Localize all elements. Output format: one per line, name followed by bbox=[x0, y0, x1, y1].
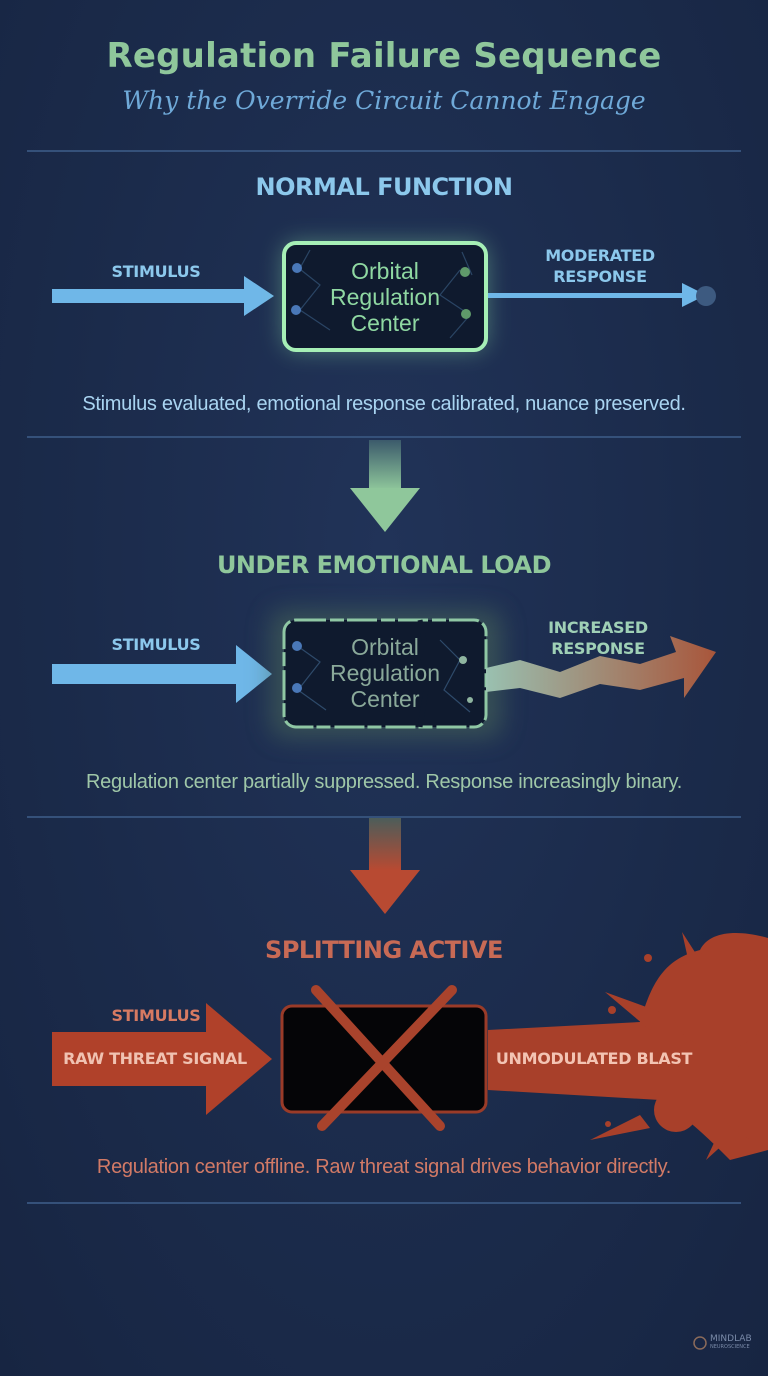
stage-caption-splitting: Regulation center offline. Raw threat si… bbox=[96, 1156, 672, 1178]
divider bbox=[27, 436, 741, 438]
transition-arrow-1 bbox=[350, 440, 420, 532]
stage-caption-load: Regulation center partially suppressed. … bbox=[86, 771, 682, 793]
transition-arrow-2 bbox=[350, 818, 420, 914]
regulation-center-box-offline bbox=[280, 985, 488, 1131]
regulation-center-label-normal: Orbital Regulation Center bbox=[330, 258, 440, 336]
stimulus-label-load: STIMULUS bbox=[111, 635, 201, 654]
regulation-center-label-load: Orbital Regulation Center bbox=[330, 634, 440, 712]
page-subtitle: Why the Override Circuit Cannot Engage bbox=[122, 86, 646, 115]
raw-threat-arrow bbox=[52, 1003, 272, 1115]
stimulus-label-normal: STIMULUS bbox=[111, 262, 201, 281]
mindlab-logo: MINDLAB NEUROSCIENCE bbox=[710, 1334, 752, 1350]
divider bbox=[27, 150, 741, 152]
increased-response-label: INCREASED RESPONSE bbox=[548, 618, 648, 658]
moderated-response-label: MODERATED RESPONSE bbox=[545, 246, 655, 286]
stage-heading-load: UNDER EMOTIONAL LOAD bbox=[216, 551, 552, 579]
stage-heading-splitting: SPLITTING ACTIVE bbox=[265, 936, 503, 964]
page-title: Regulation Failure Sequence bbox=[106, 36, 662, 76]
moderated-response-arrow bbox=[488, 283, 716, 307]
unmodulated-blast-label: UNMODULATED BLAST bbox=[495, 1049, 693, 1068]
divider bbox=[27, 816, 741, 818]
brain-icon bbox=[693, 1336, 707, 1350]
regulation-center-box-load bbox=[282, 618, 488, 729]
stimulus-label-splitting: STIMULUS bbox=[111, 1006, 201, 1025]
stage-caption-normal: Stimulus evaluated, emotional response c… bbox=[82, 393, 686, 415]
increased-response-arrow bbox=[486, 636, 716, 698]
stage-heading-normal: NORMAL FUNCTION bbox=[255, 173, 513, 201]
divider bbox=[27, 1202, 741, 1204]
unmodulated-blast-shape bbox=[488, 932, 768, 1160]
stimulus-arrow-normal bbox=[52, 276, 274, 316]
regulation-center-box-normal bbox=[282, 241, 488, 352]
raw-threat-signal-label: RAW THREAT SIGNAL bbox=[63, 1049, 247, 1068]
stimulus-arrow-load bbox=[52, 645, 272, 703]
